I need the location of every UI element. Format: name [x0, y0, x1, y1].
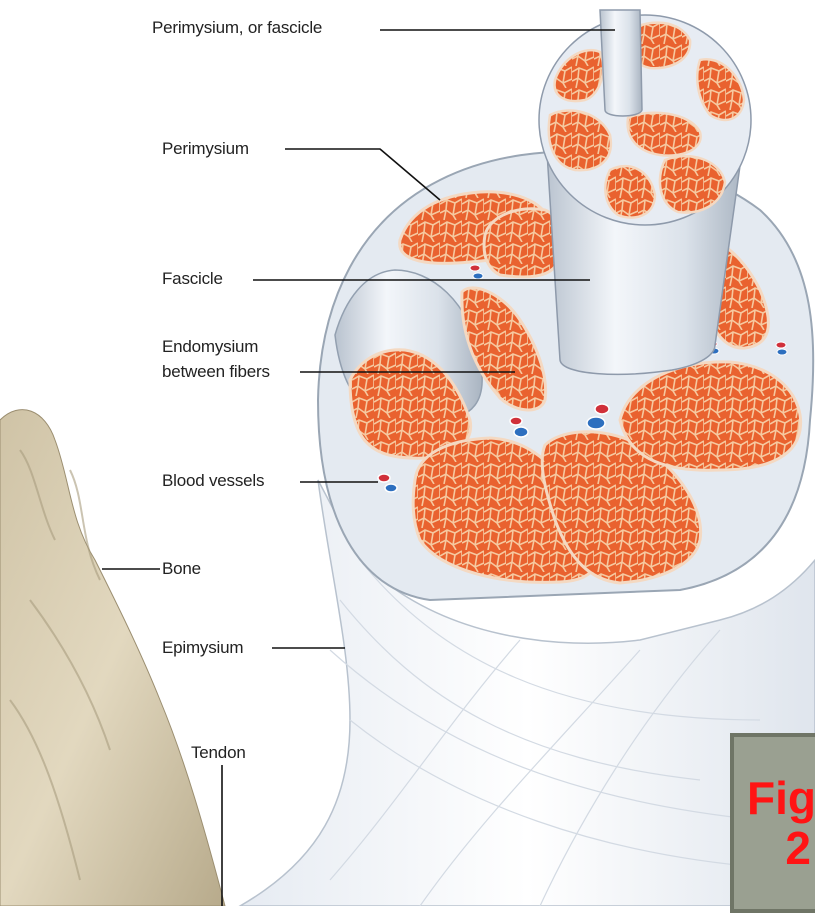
label-fascicle: Fascicle — [162, 269, 223, 289]
caption-line1: Fig — [747, 772, 815, 824]
label-perimysium: Perimysium — [162, 139, 249, 159]
label-endomysium-line2: between fibers — [162, 362, 270, 382]
label-perimysium-or-fascicle: Perimysium, or fascicle — [152, 18, 322, 38]
figure-caption: Fig 2 — [747, 773, 815, 873]
label-endomysium-line1: Endomysium — [162, 337, 258, 357]
caption-line2: 2 — [785, 822, 811, 874]
label-bone: Bone — [162, 559, 201, 579]
figure-caption-box: Fig 2 — [730, 733, 815, 913]
label-tendon: Tendon — [191, 743, 246, 763]
extracted-fascicle — [539, 10, 751, 374]
label-blood-vessels: Blood vessels — [162, 471, 264, 491]
label-epimysium: Epimysium — [162, 638, 243, 658]
